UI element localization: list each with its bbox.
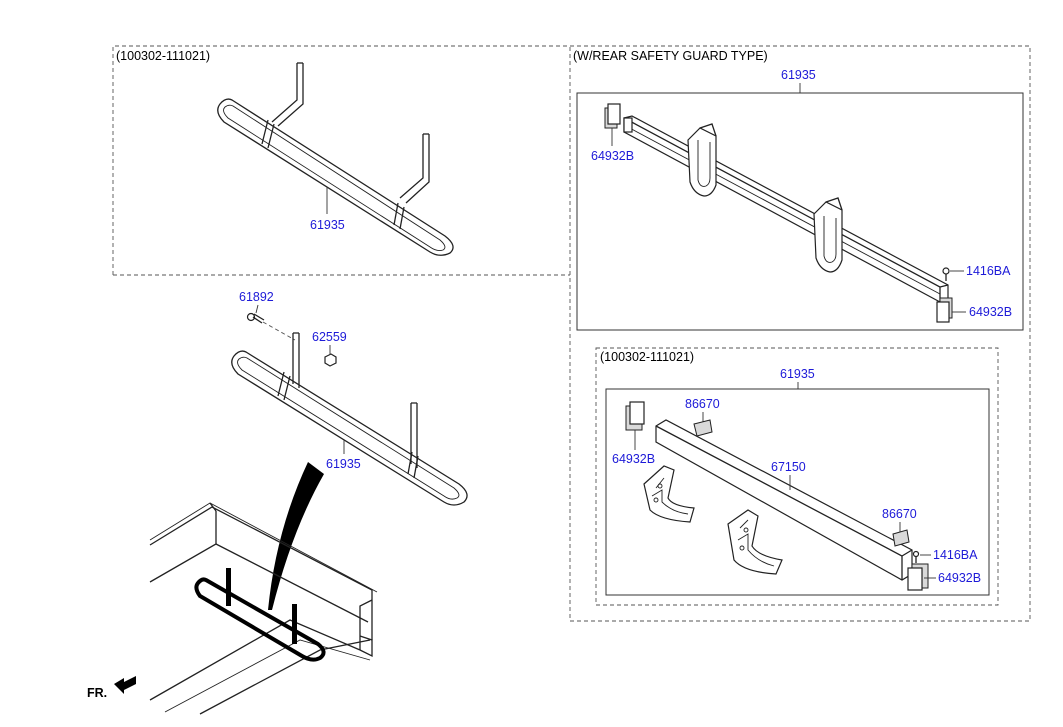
- bolt-61892: [246, 312, 265, 324]
- bottom-right-section-header: (100302-111021): [600, 350, 694, 364]
- tr-rear-guard-beam: [623, 115, 949, 303]
- br-86670-right-label[interactable]: 86670: [882, 507, 917, 521]
- br-end-cap-right: [907, 563, 929, 591]
- bottom-right-inner-frame: [605, 388, 990, 596]
- tr-1416BA-label[interactable]: 1416BA: [966, 264, 1011, 278]
- top-left-section-border: [112, 45, 570, 275]
- location-pointer: [268, 462, 324, 610]
- tr-end-cap-left: [604, 103, 621, 129]
- truck-bed: [149, 502, 378, 715]
- tr-61935-label[interactable]: 61935: [781, 68, 816, 82]
- tr-64932B-left-label[interactable]: 64932B: [591, 149, 634, 163]
- br-1416BA-label[interactable]: 1416BA: [933, 548, 978, 562]
- br-bolt-1416BA: [912, 550, 920, 563]
- br-bracket-right: [727, 509, 783, 575]
- tr-bracket-left: [687, 123, 717, 197]
- main-61935-label[interactable]: 61935: [326, 457, 361, 471]
- top-left-section-header: (100302-111021): [116, 49, 210, 63]
- front-arrow-icon: [114, 676, 136, 694]
- br-pad-86670-right: [892, 529, 910, 547]
- tr-64932B-right-label[interactable]: 64932B: [969, 305, 1012, 319]
- br-bracket-left: [643, 465, 695, 523]
- tr-end-cap-right: [936, 297, 953, 323]
- br-beam-67150: [655, 419, 913, 581]
- main-62559-label[interactable]: 62559: [312, 330, 347, 344]
- nut-62559: [324, 353, 337, 367]
- tl-61935-label[interactable]: 61935: [310, 218, 345, 232]
- main-safety-guard: [231, 332, 468, 506]
- top-left-safety-guard: [217, 62, 454, 256]
- br-end-cap-left: [625, 401, 645, 431]
- br-67150-label[interactable]: 67150: [771, 460, 806, 474]
- tr-bracket-right: [813, 197, 843, 273]
- br-86670-top-label[interactable]: 86670: [685, 397, 720, 411]
- top-right-section-header: (W/REAR SAFETY GUARD TYPE): [573, 49, 768, 63]
- bolt-to-bracket-dashed: [262, 321, 296, 341]
- bed-guard: [194, 577, 326, 662]
- br-61935-label[interactable]: 61935: [780, 367, 815, 381]
- br-64932B-left-label[interactable]: 64932B: [612, 452, 655, 466]
- br-pad-86670-top: [693, 419, 713, 437]
- br-64932B-right-label[interactable]: 64932B: [938, 571, 981, 585]
- main-61892-leader: [255, 304, 259, 314]
- front-direction-label: FR.: [87, 686, 107, 700]
- main-61892-label[interactable]: 61892: [239, 290, 274, 304]
- tr-bolt-1416BA: [942, 267, 950, 281]
